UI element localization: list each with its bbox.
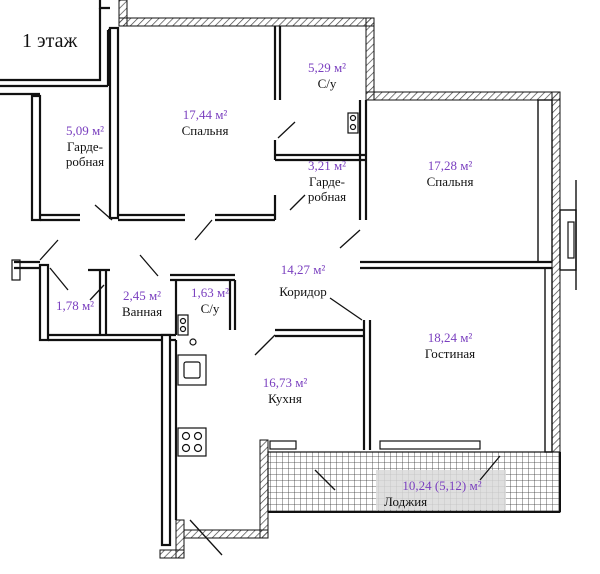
room-name: Коридор (279, 284, 327, 299)
room-area: 16,73 м² (262, 375, 308, 390)
room-label-wardrobe-left: 5,09 м² Гарде- робная (50, 123, 120, 169)
room-area: 2,45 м² (122, 288, 162, 303)
room-label-bath-top: 5,29 м² С/у (292, 60, 362, 92)
room-name: С/у (200, 301, 220, 316)
room-name: Спальня (426, 174, 474, 189)
room-label-kitchen: 16,73 м² Кухня (240, 375, 330, 407)
room-area: 5,09 м² (65, 123, 105, 138)
room-name: Спальня (181, 123, 229, 138)
room-name: Кухня (268, 391, 302, 406)
door-swings (39, 121, 501, 556)
fixtures (177, 112, 359, 457)
room-label-loggia: 10,24 (5,12) м² Лоджия (372, 478, 512, 510)
room-name: Гарде- робная (65, 139, 105, 169)
room-name: Гостиная (424, 346, 476, 361)
room-label-bedroom-top: 17,44 м² Спальня (160, 107, 250, 139)
room-label-living: 18,24 м² Гостиная (405, 330, 495, 362)
exterior-walls (118, 0, 561, 559)
room-area: 5,29 м² (307, 60, 347, 75)
floor-label: 1 этаж (22, 30, 78, 52)
interior-walls (0, 0, 577, 547)
room-name: С/у (317, 76, 337, 91)
room-name: Ванная (121, 304, 163, 319)
room-label-bedroom-right: 17,28 м² Спальня (405, 158, 495, 190)
loggia-area (267, 451, 561, 513)
room-area: 17,28 м² (427, 158, 473, 173)
room-label-wc-small: 1,63 м² С/у (178, 285, 242, 317)
room-area: 14,27 м² (280, 262, 326, 277)
room-area: 1,63 м² (190, 285, 230, 300)
room-label-bathroom: 2,45 м² Ванная (108, 288, 176, 320)
room-area: 1,78 м² (55, 298, 95, 313)
room-name: Гарде- робная (307, 174, 347, 204)
room-label-wardrobe-mid: 3,21 м² Гарде- робная (292, 158, 362, 204)
room-area: 18,24 м² (427, 330, 473, 345)
room-label-closet-small: 1,78 м² (46, 298, 104, 314)
room-area: 3,21 м² (307, 158, 347, 173)
room-area: 17,44 м² (182, 107, 228, 122)
room-name: Лоджия (384, 494, 428, 509)
room-label-corridor: 14,27 м² Коридор (258, 262, 348, 300)
room-area: 10,24 (5,12) м² (402, 478, 482, 493)
